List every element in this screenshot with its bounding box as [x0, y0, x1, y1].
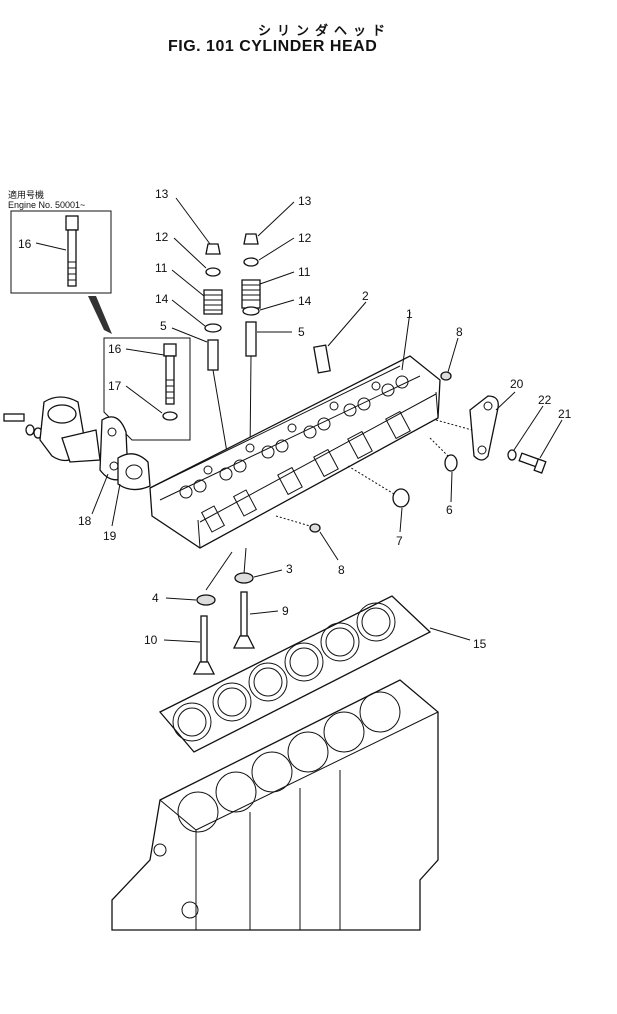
leader-18 [91, 473, 109, 515]
cylinder-block [111, 679, 439, 931]
leader-13-right [257, 201, 295, 237]
leader-11-right [259, 271, 295, 285]
inset-note-japanese: 適用号機 [8, 189, 44, 200]
leader-14-left [171, 299, 206, 327]
leader-11-left [171, 269, 205, 297]
callout-2: 2 [362, 289, 369, 303]
leader-10 [163, 639, 201, 643]
callout-20: 20 [510, 377, 524, 391]
leader-12-left [173, 237, 207, 269]
callout-4: 4 [152, 591, 159, 605]
leader-15 [429, 627, 471, 641]
bracket-20 [469, 395, 499, 461]
callout-15: 15 [473, 637, 487, 651]
inset-bolt-16 [65, 215, 79, 287]
figure-title: FIG. 101 CYLINDER HEAD [168, 38, 378, 55]
callout-8-top: 8 [456, 325, 463, 339]
leader-21 [539, 419, 563, 459]
leader-14-right [259, 299, 295, 311]
callout-5-left: 5 [160, 319, 167, 333]
leader-20 [495, 391, 516, 411]
gasket-19 [117, 453, 151, 491]
bracket-box-16-17 [103, 337, 191, 441]
water-outlet-assembly [3, 396, 101, 463]
head-gasket-15 [158, 595, 432, 753]
callout-22: 22 [538, 393, 552, 407]
leader-13-left [175, 197, 211, 245]
callout-11-left: 11 [155, 261, 168, 275]
callout-21: 21 [558, 407, 572, 421]
leader-3 [253, 569, 283, 578]
callout-12-left: 12 [155, 230, 169, 244]
washer-17 [162, 411, 178, 421]
seat-4 [196, 594, 216, 606]
plug-8-top [440, 371, 452, 381]
callout-13-left: 13 [155, 187, 169, 201]
callout-16-inset: 16 [18, 237, 32, 251]
bolt-21 [518, 452, 547, 474]
plug-7 [392, 488, 410, 508]
leader-4 [165, 597, 197, 601]
callout-9: 9 [282, 604, 289, 618]
callout-13-right: 13 [298, 194, 312, 208]
callout-12-right: 12 [298, 231, 312, 245]
callout-10: 10 [144, 633, 158, 647]
inset-connector [88, 296, 112, 334]
leader-8-bottom [319, 531, 339, 561]
callout-5-right: 5 [298, 325, 305, 339]
callout-16: 16 [108, 342, 122, 356]
callout-18: 18 [78, 514, 92, 528]
dowel-2 [313, 344, 331, 374]
callout-17: 17 [108, 379, 122, 393]
callout-7: 7 [396, 534, 403, 548]
bolt-16 [163, 343, 177, 405]
leader-12-right [258, 237, 295, 261]
valve-9 [232, 591, 256, 649]
inset-box [10, 210, 112, 294]
callout-14-right: 14 [298, 294, 312, 308]
leader-8-top [447, 337, 459, 373]
callout-8-bottom: 8 [338, 563, 345, 577]
leader-7 [399, 507, 403, 533]
leader-2 [327, 301, 367, 347]
leader-17 [125, 385, 163, 414]
callout-14-left: 14 [155, 292, 169, 306]
leader-16 [125, 348, 165, 356]
callout-1: 1 [406, 307, 413, 321]
inset-note-engine-no: Engine No. 50001~ [8, 200, 85, 210]
callout-3: 3 [286, 562, 293, 576]
figure-title-japanese: シリンダヘッド [258, 24, 392, 39]
leader-19 [111, 483, 121, 527]
leader-5-left [171, 327, 208, 343]
callout-19: 19 [103, 529, 117, 543]
seat-3 [234, 572, 254, 584]
washer-22 [507, 449, 517, 461]
callout-6: 6 [446, 503, 453, 517]
valve-stack-left [203, 243, 223, 371]
valve-stack-right [241, 233, 261, 357]
leader-6 [450, 471, 453, 503]
valve-10 [192, 615, 216, 675]
leader-1 [401, 311, 411, 371]
plug-8-bottom [309, 523, 321, 533]
leader-9 [249, 610, 279, 615]
plug-6 [444, 454, 458, 472]
cylinder-head [149, 355, 441, 549]
callout-11-right: 11 [298, 265, 311, 279]
leader-22 [513, 405, 544, 451]
leader-16-inset [35, 242, 67, 251]
